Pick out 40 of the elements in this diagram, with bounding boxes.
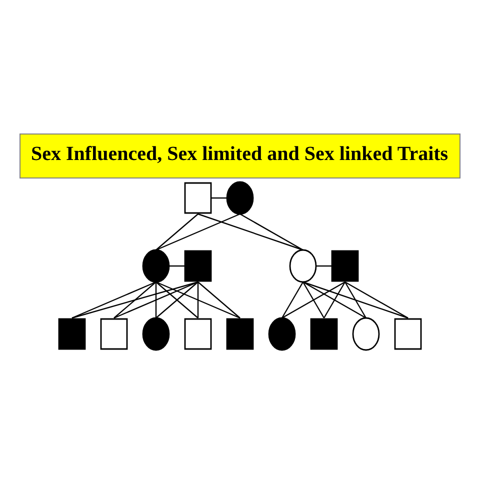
connector	[72, 281, 198, 319]
node-box	[226, 318, 254, 350]
connector	[72, 281, 156, 319]
node-circle	[289, 249, 317, 283]
node-circle	[268, 317, 296, 351]
connector	[316, 265, 332, 267]
connector	[156, 213, 240, 251]
connector	[344, 281, 408, 319]
node-circle	[226, 181, 254, 215]
node-box	[310, 318, 338, 350]
connector	[240, 213, 304, 251]
connector	[169, 265, 185, 267]
connector	[302, 282, 325, 318]
connector	[198, 213, 304, 251]
connector	[198, 282, 240, 318]
node-box	[100, 318, 128, 350]
connector	[156, 214, 198, 250]
connector	[344, 282, 367, 318]
connector	[155, 282, 157, 318]
node-box	[331, 250, 359, 282]
diagram-title: Sex Influenced, Sex limited and Sex linked Traits	[31, 143, 448, 165]
connector	[323, 282, 346, 318]
connector	[211, 197, 227, 199]
connector	[156, 281, 240, 319]
connector	[156, 282, 198, 318]
node-circle	[142, 249, 170, 283]
connector	[114, 282, 156, 318]
node-circle	[352, 317, 380, 351]
connector	[281, 282, 304, 318]
node-box	[58, 318, 86, 350]
connector	[302, 281, 408, 319]
connector	[282, 281, 346, 319]
connector	[302, 281, 366, 319]
connector	[114, 281, 198, 319]
node-box	[184, 318, 212, 350]
node-box	[184, 250, 212, 282]
node-box	[184, 182, 212, 214]
node-box	[394, 318, 422, 350]
connector	[197, 282, 199, 318]
node-circle	[142, 317, 170, 351]
